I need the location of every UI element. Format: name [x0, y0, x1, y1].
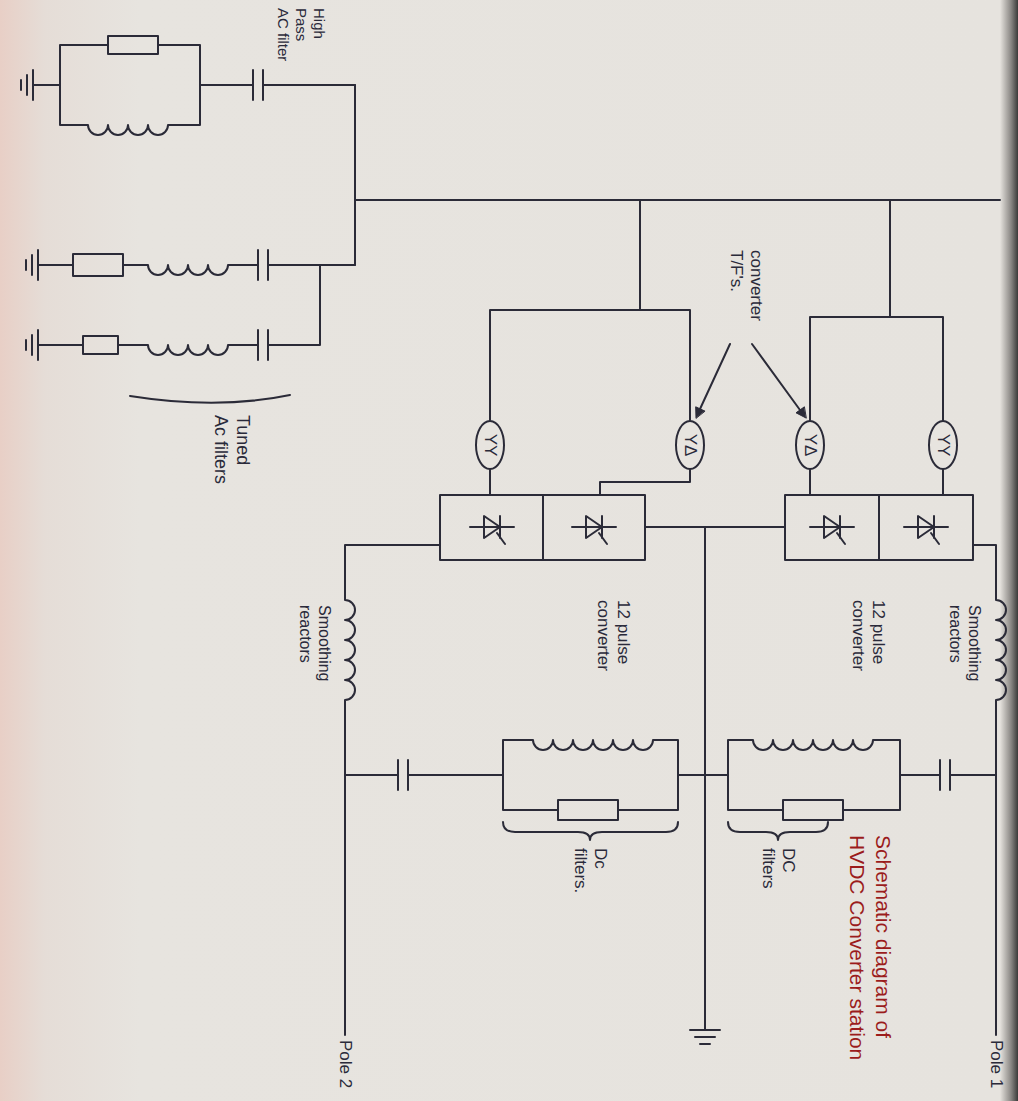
neutral-ground-line — [645, 527, 785, 1044]
arrow-head — [696, 407, 806, 418]
resistor-symbol — [73, 254, 123, 276]
dc-filter — [345, 740, 705, 810]
resistor-symbol — [108, 36, 158, 54]
thyristor-symbol — [470, 516, 514, 544]
resistor-symbol — [558, 800, 618, 820]
transformer-oval — [796, 421, 824, 469]
filter-label: Dc filters. — [569, 848, 610, 910]
transformer-oval — [676, 421, 704, 469]
transformer-oval — [476, 421, 504, 469]
thyristor-symbol — [572, 516, 616, 544]
bracket — [503, 822, 678, 840]
thyristor-symbol — [810, 516, 854, 544]
transformer-oval — [929, 421, 957, 469]
ac-bus — [355, 85, 1000, 420]
reactor-label: Smoothing reactors — [296, 605, 334, 715]
reactor-label: Smoothing reactors — [946, 605, 984, 715]
winding-label: YΔ — [801, 434, 820, 457]
transformer-symbol: YΔ — [675, 420, 705, 470]
resistor-symbol — [83, 336, 118, 354]
pole-line — [345, 545, 440, 1035]
converter-divider — [542, 495, 544, 560]
filter-label: Tuned Ac filters — [210, 415, 253, 489]
winding-label: YY — [481, 434, 500, 457]
converter-box — [440, 495, 645, 560]
transformer-symbol: YY — [475, 420, 505, 470]
ac-filter — [26, 250, 355, 280]
ac-filter — [26, 265, 320, 360]
filter-label: High Pass AC filter — [274, 8, 328, 64]
transformer-symbol: YY — [928, 420, 958, 470]
converter-box — [785, 495, 973, 560]
dc-filter — [705, 740, 996, 810]
leader-line — [130, 395, 290, 403]
caption-title: Schematic diagram of HVDC Converter stat… — [844, 835, 897, 1090]
winding-label: YY — [934, 434, 953, 457]
leader-arrow — [700, 344, 800, 410]
bracket — [728, 822, 828, 840]
winding-label: YΔ — [681, 434, 700, 457]
filter-label: DC filters — [757, 848, 798, 910]
ac-filter — [21, 45, 355, 135]
pole-label: Pole 1 — [986, 1040, 1006, 1098]
pole-label: Pole 2 — [335, 1040, 355, 1098]
resistor-symbol — [783, 800, 843, 820]
transformer-label: converter T/F's. — [725, 250, 766, 340]
valve-wire — [490, 470, 943, 495]
converter-label: 12 pulse converter — [592, 600, 633, 700]
transformer-symbol: YΔ — [795, 420, 825, 470]
converter-divider — [878, 495, 880, 560]
converter-label: 12 pulse converter — [847, 600, 888, 700]
thyristor-symbol — [904, 516, 948, 544]
